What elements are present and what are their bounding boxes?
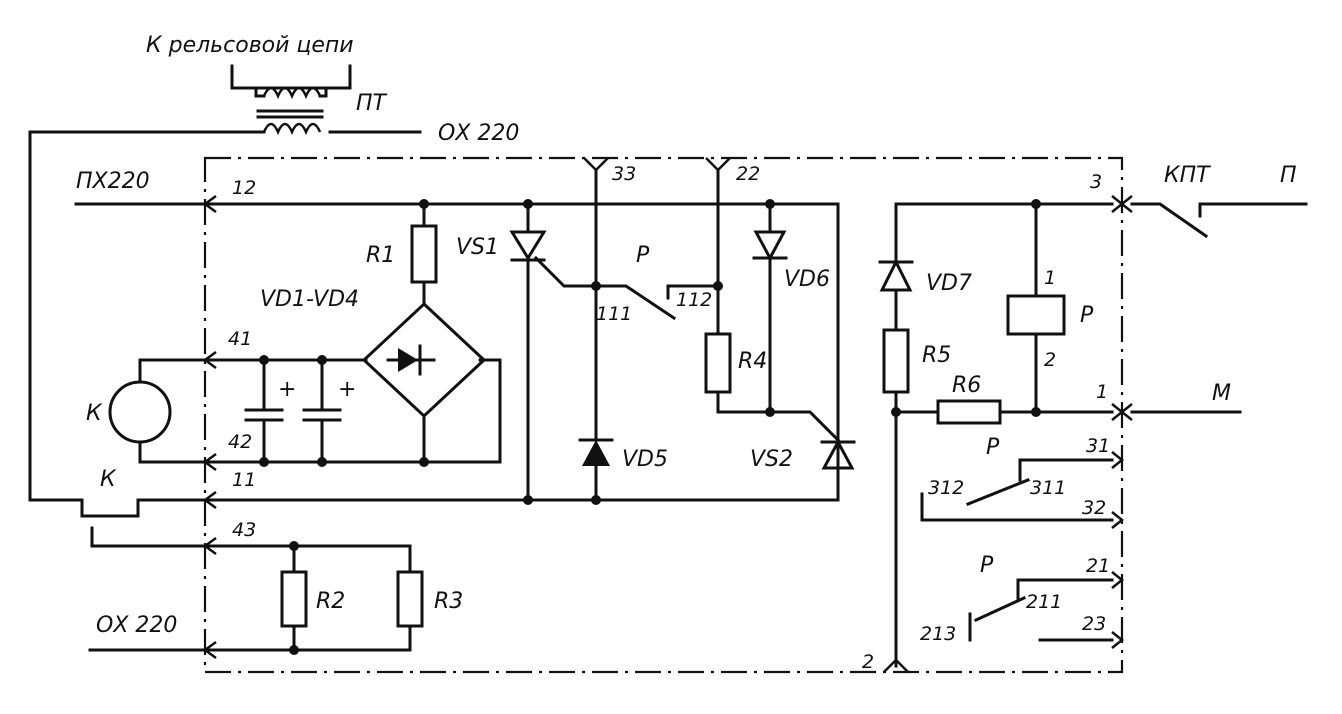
label-r3: R3	[434, 589, 463, 614]
label-vd1-vd4: VD1-VD4	[260, 287, 359, 312]
label-vs1: VS1	[456, 235, 499, 260]
label-r4: R4	[738, 349, 767, 374]
pin-33: 33	[612, 163, 636, 185]
transformer-pt	[230, 64, 352, 136]
junction-dots-left	[259, 199, 775, 505]
pin-112: 112	[676, 289, 712, 311]
label-kpt: КПТ	[1164, 163, 1211, 188]
label-r1: R1	[366, 243, 395, 268]
label-pt: ПТ	[356, 91, 388, 116]
label-ox220-bottom: ОХ 220	[96, 613, 177, 638]
column-22	[704, 157, 841, 443]
pin-11: 11	[232, 469, 256, 491]
pin-1: 1	[1096, 381, 1108, 403]
thyristor-vs1	[509, 202, 598, 502]
capacitor-1	[244, 358, 284, 464]
resistor-r5	[882, 328, 910, 394]
coil-pin-1: 1	[1044, 267, 1056, 289]
label-m: М	[1212, 381, 1231, 406]
resistor-r1	[410, 202, 438, 306]
pin-12: 12	[232, 177, 256, 199]
external-right-wires	[1130, 202, 1308, 414]
label-r5: R5	[922, 343, 951, 368]
relay-contact-group-31	[920, 458, 1114, 522]
pin-42: 42	[228, 431, 252, 453]
column-33	[578, 157, 614, 502]
cap-plus-2: +	[338, 377, 356, 402]
pin-43: 43	[232, 519, 256, 541]
pin-32: 32	[1082, 497, 1106, 519]
pin-21: 21	[1086, 555, 1110, 577]
label-p: П	[1280, 163, 1297, 188]
pin-31: 31	[1086, 435, 1110, 457]
capacitor-2	[302, 358, 342, 464]
label-vd5: VD5	[622, 447, 668, 472]
label-px220: ПХ220	[76, 169, 150, 194]
pin-41: 41	[228, 328, 252, 350]
label-r2: R2	[316, 589, 345, 614]
label-vd6: VD6	[784, 267, 830, 292]
main-bus	[203, 202, 840, 502]
pin-213: 213	[920, 623, 956, 645]
pin-211: 211	[1026, 591, 1062, 613]
diode-vd7	[878, 258, 914, 292]
pin-2: 2	[862, 651, 874, 673]
right-section-wires	[891, 199, 1114, 668]
resistors-r2-r3	[203, 541, 424, 655]
cap-plus-1: +	[278, 377, 296, 402]
left-wires	[74, 202, 207, 652]
thyristor-vs2	[820, 438, 856, 470]
relay-contact-p-111	[594, 284, 720, 321]
pin-23: 23	[1082, 613, 1106, 635]
label-k-contact: К	[100, 467, 117, 492]
coil-pin-2: 2	[1044, 349, 1056, 371]
label-r6: R6	[952, 373, 981, 398]
right-pin-arrows	[883, 195, 1133, 673]
relay-contact-group-21	[968, 578, 1114, 642]
pin-3: 3	[1090, 171, 1102, 193]
left-pin-arrows	[202, 194, 217, 660]
label-vs2: VS2	[750, 447, 793, 472]
label-ox220-top: ОХ 220	[438, 121, 519, 146]
pin-311: 311	[1030, 477, 1066, 499]
label-relay-contact-c: Р	[980, 553, 994, 578]
label-relay-coil: Р	[1080, 303, 1094, 328]
resistor-r6	[936, 399, 1002, 425]
label-relay-contact-b: Р	[986, 435, 1000, 460]
caption-rail-circuit: К рельсовой цепи	[146, 33, 354, 58]
pin-22: 22	[736, 163, 760, 185]
label-k-meter: К	[86, 401, 103, 426]
relay-coil-p	[1006, 294, 1066, 336]
label-vd7: VD7	[926, 271, 972, 296]
diode-vd6	[752, 202, 788, 417]
outer-loop-wires	[28, 130, 422, 548]
pin-312: 312	[928, 477, 964, 499]
diode-bridge	[361, 301, 487, 464]
pin-111: 111	[596, 303, 632, 325]
label-relay-contact-a: Р	[636, 243, 650, 268]
meter-k	[108, 358, 207, 464]
